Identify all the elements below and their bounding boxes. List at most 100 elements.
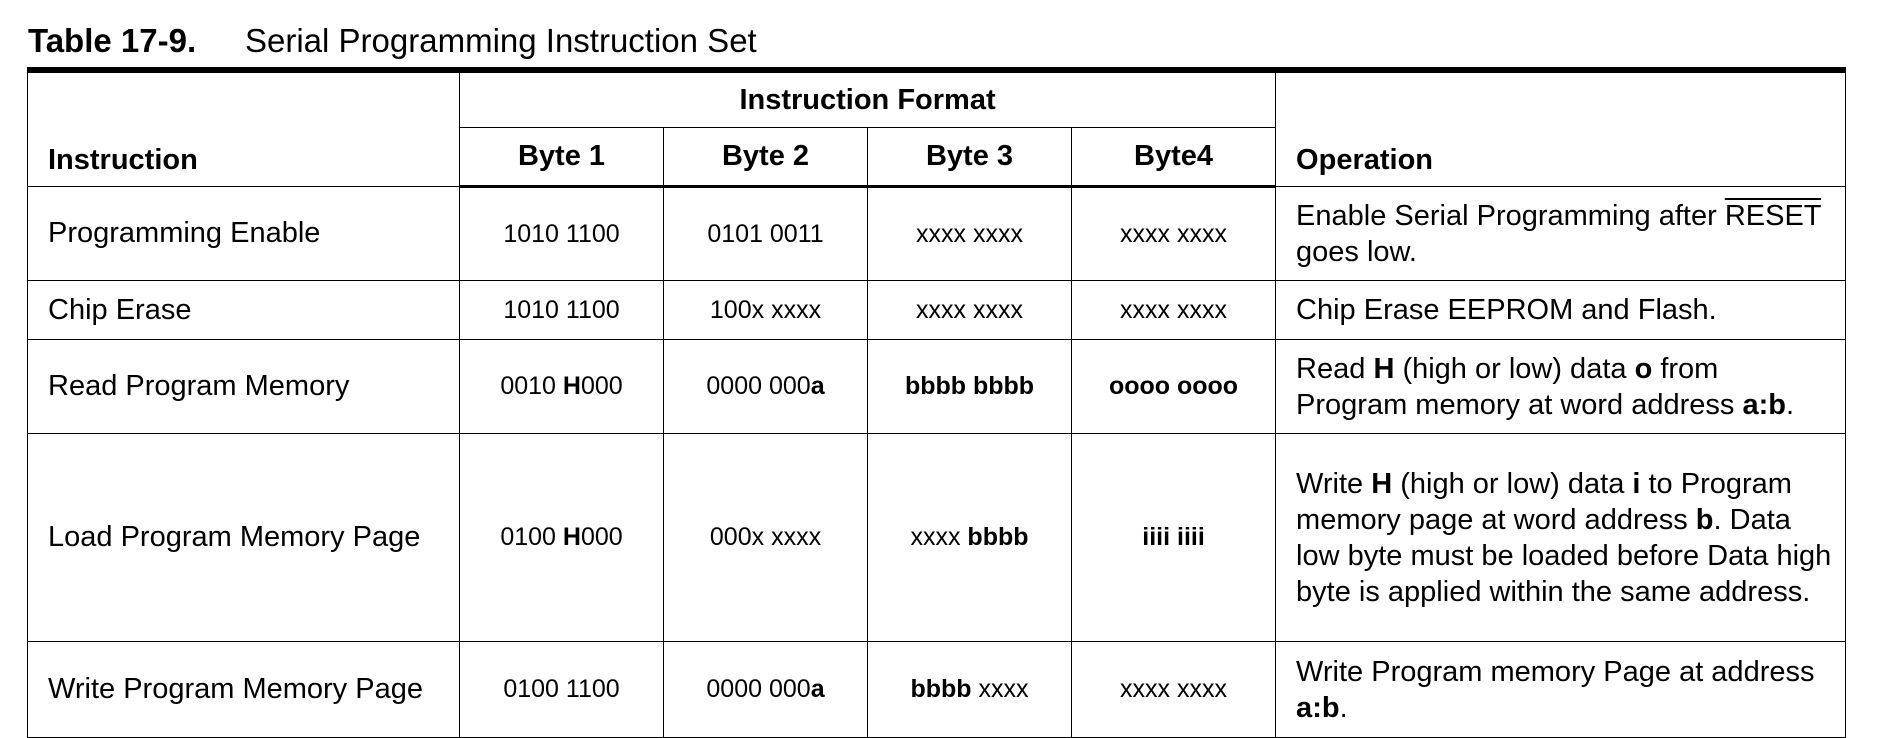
byte-text: a — [810, 372, 825, 400]
operation-text: to Program memory page at word address — [1296, 467, 1792, 536]
table-row: Write Program Memory Page 0100 1100 0000 0… — [27, 641, 1847, 738]
operation-text: b — [1321, 691, 1340, 724]
byte-text: H — [562, 372, 581, 400]
byte-text: 0101 0011 — [707, 219, 824, 248]
operation-text: b — [1695, 503, 1714, 536]
byte-text: oooo oooo — [1108, 372, 1239, 400]
byte-3-cell: xxxx xxxx — [867, 280, 1072, 340]
operation-text: . — [1339, 691, 1348, 724]
operation-text: Write — [1296, 467, 1372, 500]
operation-text: b — [1768, 388, 1787, 421]
operation-text: Read — [1296, 352, 1374, 385]
operation-text: Write Program memory Page at address — [1296, 655, 1815, 688]
byte-text: xxxx xxxx — [1120, 295, 1227, 324]
byte-3-cell: bbbb xxxx — [867, 641, 1072, 738]
byte-text: bbbb bbbb — [904, 372, 1035, 400]
byte-text: 0010 — [500, 372, 563, 400]
byte-text: iiii iiii — [1142, 523, 1205, 551]
instruction-cell: Programming Enable — [27, 186, 460, 281]
header-byte-2: Byte 2 — [663, 127, 868, 188]
byte-text: 0100 — [500, 523, 563, 551]
byte-2-cell: 000x xxxx — [663, 433, 868, 642]
byte-text: 000 — [580, 372, 623, 400]
header-byte-3: Byte 3 — [867, 127, 1072, 188]
operation-text: o — [1634, 352, 1653, 385]
operation-text: (high or low) data — [1392, 467, 1633, 500]
operation-cell: Read H (high or low) data o from Program… — [1275, 339, 1847, 434]
table-row: Chip Erase 1010 1100 100x xxxx xxxx xxxx xxx… — [27, 280, 1847, 340]
header-byte-1: Byte 1 — [459, 127, 664, 188]
instruction-cell: Load Program Memory Page — [27, 433, 460, 642]
byte-1-cell: 0100 H000 — [459, 433, 664, 642]
byte-1-cell: 1010 1100 — [459, 186, 664, 281]
byte-1-cell: 0010 H000 — [459, 339, 664, 434]
operation-cell: Write Program memory Page at address a:b… — [1275, 641, 1847, 738]
operation-text: . — [1786, 388, 1795, 421]
byte-text: 100x xxxx — [709, 295, 822, 324]
operation-text: (high or low) data — [1394, 352, 1635, 385]
byte-text: 0000 000 — [706, 675, 811, 703]
byte-3-cell: xxxx xxxx — [867, 186, 1072, 281]
instruction-cell: Read Program Memory — [27, 339, 460, 434]
byte-text: 000 — [580, 523, 623, 551]
byte-text: xxxx xxxx — [1120, 675, 1227, 703]
byte-3-cell: bbbb bbbb — [867, 339, 1072, 434]
table-title: Serial Programming Instruction Set — [245, 22, 757, 59]
operation-text: RESET — [1724, 199, 1821, 232]
byte-text: a — [810, 675, 825, 703]
byte-text: 0000 000 — [706, 372, 811, 400]
operation-text: : — [1758, 388, 1769, 421]
byte-1-cell: 0100 1100 — [459, 641, 664, 738]
header-instruction-format: Instruction Format — [458, 67, 1277, 128]
byte-text: bbbb — [967, 523, 1029, 551]
byte-4-cell: xxxx xxxx — [1070, 280, 1277, 340]
header-operation: Operation — [1275, 67, 1847, 187]
operation-text: i — [1632, 467, 1641, 500]
table-caption: Table 17-9. Serial Programming Instructi… — [28, 18, 757, 64]
operation-text: Chip Erase EEPROM and Flash. — [1296, 294, 1717, 326]
byte-text: 0100 1100 — [503, 675, 620, 703]
byte-text: xxxx xxxx — [916, 295, 1023, 324]
byte-2-cell: 0000 000a — [663, 641, 868, 738]
operation-text: a — [1742, 388, 1759, 421]
byte-text: xxxx — [971, 675, 1029, 703]
operation-cell: Enable Serial Programming after RESET go… — [1275, 186, 1847, 281]
byte-text: H — [562, 523, 581, 551]
byte-2-cell: 0000 000a — [663, 339, 868, 434]
instruction-cell: Write Program Memory Page — [27, 641, 460, 738]
byte-text: xxxx xxxx — [1120, 219, 1227, 248]
operation-cell: Write H (high or low) data i to Program … — [1275, 433, 1847, 642]
byte-4-cell: iiii iiii — [1070, 433, 1277, 642]
instruction-set-table: Instruction Instruction Format Operation… — [27, 67, 1847, 738]
byte-text: xxxx xxxx — [916, 219, 1023, 248]
header-byte-4: Byte4 — [1070, 127, 1277, 188]
operation-text: goes low. — [1296, 235, 1417, 268]
byte-text: 1010 1100 — [503, 219, 620, 248]
byte-text: bbbb — [910, 675, 972, 703]
byte-3-cell: xxxx bbbb — [867, 433, 1072, 642]
table-body: Programming Enable 1010 1100 0101 0011 xxxx… — [27, 186, 1847, 738]
operation-text: Enable Serial Programming after — [1296, 199, 1725, 232]
operation-cell: Chip Erase EEPROM and Flash. — [1275, 280, 1847, 340]
operation-text: a — [1296, 691, 1313, 724]
operation-text: : — [1312, 691, 1322, 724]
byte-4-cell: oooo oooo — [1070, 339, 1277, 434]
byte-2-cell: 0101 0011 — [663, 186, 868, 281]
byte-text: xxxx — [910, 523, 968, 551]
byte-4-cell: xxxx xxxx — [1070, 641, 1277, 738]
header-instruction: Instruction — [27, 67, 460, 187]
byte-text: 000x xxxx — [709, 523, 822, 551]
operation-text: . Data low byte must be loaded before Da… — [1296, 503, 1832, 608]
instruction-cell: Chip Erase — [27, 280, 460, 340]
byte-text: 1010 1100 — [503, 295, 620, 324]
operation-text: H — [1373, 352, 1395, 385]
table-row: Programming Enable 1010 1100 0101 0011 xxxx… — [27, 186, 1847, 281]
byte-1-cell: 1010 1100 — [459, 280, 664, 340]
byte-4-cell: xxxx xxxx — [1070, 186, 1277, 281]
byte-2-cell: 100x xxxx — [663, 280, 868, 340]
table-number: Table 17-9. — [28, 22, 197, 59]
operation-text: from Program memory at word address — [1296, 352, 1743, 421]
operation-text: H — [1371, 467, 1393, 500]
